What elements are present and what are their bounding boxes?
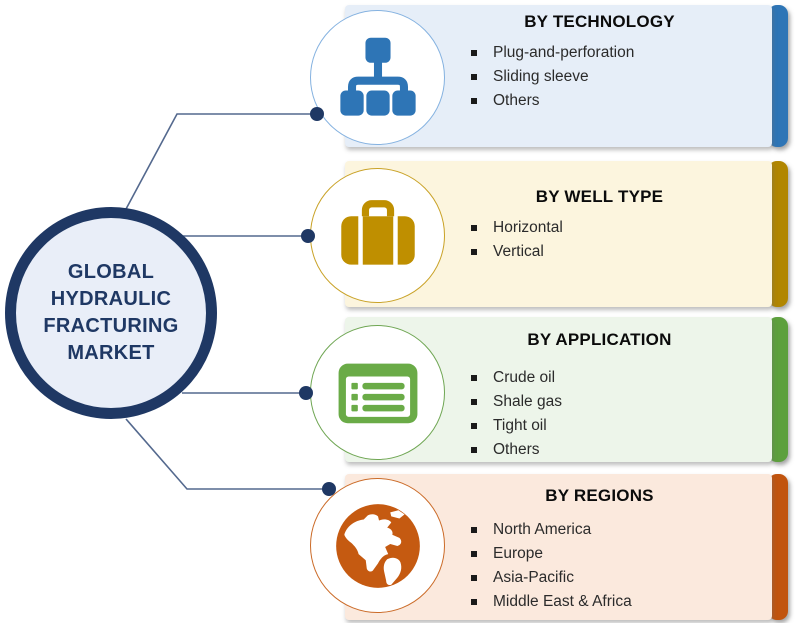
connector-dot-application [299, 386, 313, 400]
bullet-square [471, 98, 477, 104]
market-hub-circle: GLOBAL HYDRAULIC FRACTURING MARKET [5, 207, 217, 419]
bullet-square [471, 527, 477, 533]
bullet-square [471, 551, 477, 557]
card-well-type-accent-edge [768, 161, 788, 307]
list-item-label: Vertical [493, 243, 544, 260]
list-item: Middle East & Africa [471, 590, 736, 614]
bullet-square [471, 423, 477, 429]
bullet-square [471, 375, 477, 381]
list-item-label: Others [493, 92, 540, 109]
list-item-label: Crude oil [493, 369, 556, 386]
briefcase-icon [340, 199, 415, 265]
sitemap-icon [339, 37, 416, 116]
list-item-label: Sliding sleeve [493, 68, 589, 85]
card-regions-items: North America Europe Asia-Pacific Middle… [463, 518, 736, 614]
connector-dot-technology [310, 107, 324, 121]
list-item: Crude oil [471, 366, 736, 390]
list-item: Horizontal [471, 216, 736, 240]
bullet-square [471, 599, 477, 605]
bullet-square [471, 399, 477, 405]
bullet-square [471, 50, 477, 56]
technology-icon-badge [310, 10, 445, 145]
well-type-icon-badge [310, 168, 445, 303]
list-form-icon [338, 363, 417, 423]
list-item-label: Middle East & Africa [493, 593, 632, 610]
list-item: Plug-and-perforation [471, 41, 736, 65]
connector-regions [125, 418, 329, 490]
list-item: Vertical [471, 240, 736, 264]
list-item-label: Shale gas [493, 393, 562, 410]
bullet-square [471, 249, 477, 255]
card-application-items: Crude oil Shale gas Tight oil Others [463, 366, 736, 462]
card-technology-items: Plug-and-perforation Sliding sleeve Othe… [463, 41, 736, 113]
list-item: Sliding sleeve [471, 65, 736, 89]
bullet-square [471, 74, 477, 80]
connector-technology [125, 113, 317, 210]
globe-americas-icon [335, 503, 420, 588]
list-item: Others [471, 438, 736, 462]
card-regions-accent-edge [768, 474, 788, 620]
card-application-accent-edge [768, 317, 788, 462]
card-regions-title: BY REGIONS [545, 486, 654, 505]
list-item: Asia-Pacific [471, 566, 736, 590]
list-item: Tight oil [471, 414, 736, 438]
list-item-label: Others [493, 441, 540, 458]
list-item-label: Plug-and-perforation [493, 44, 635, 61]
list-item: Others [471, 89, 736, 113]
list-item-label: Asia-Pacific [493, 569, 574, 586]
application-icon-badge [310, 325, 445, 460]
list-item-label: Horizontal [493, 219, 563, 236]
list-item-label: Europe [493, 545, 543, 562]
list-item-label: Tight oil [493, 417, 547, 434]
bullet-square [471, 575, 477, 581]
list-item: Europe [471, 542, 736, 566]
bullet-square [471, 225, 477, 231]
market-title: GLOBAL HYDRAULIC FRACTURING MARKET [43, 261, 179, 364]
bullet-square [471, 447, 477, 453]
card-well-type-items: Horizontal Vertical [463, 216, 736, 264]
list-item: Shale gas [471, 390, 736, 414]
card-well-type-title: BY WELL TYPE [535, 187, 664, 206]
card-technology-title: BY TECHNOLOGY [524, 12, 675, 31]
list-item: North America [471, 518, 736, 542]
connector-dot-regions [322, 482, 336, 496]
list-item-label: North America [493, 521, 592, 538]
regions-icon-badge [310, 478, 445, 613]
connector-dot-well-type [301, 229, 315, 243]
card-technology-accent-edge [768, 5, 788, 147]
card-application-title: BY APPLICATION [527, 330, 672, 349]
